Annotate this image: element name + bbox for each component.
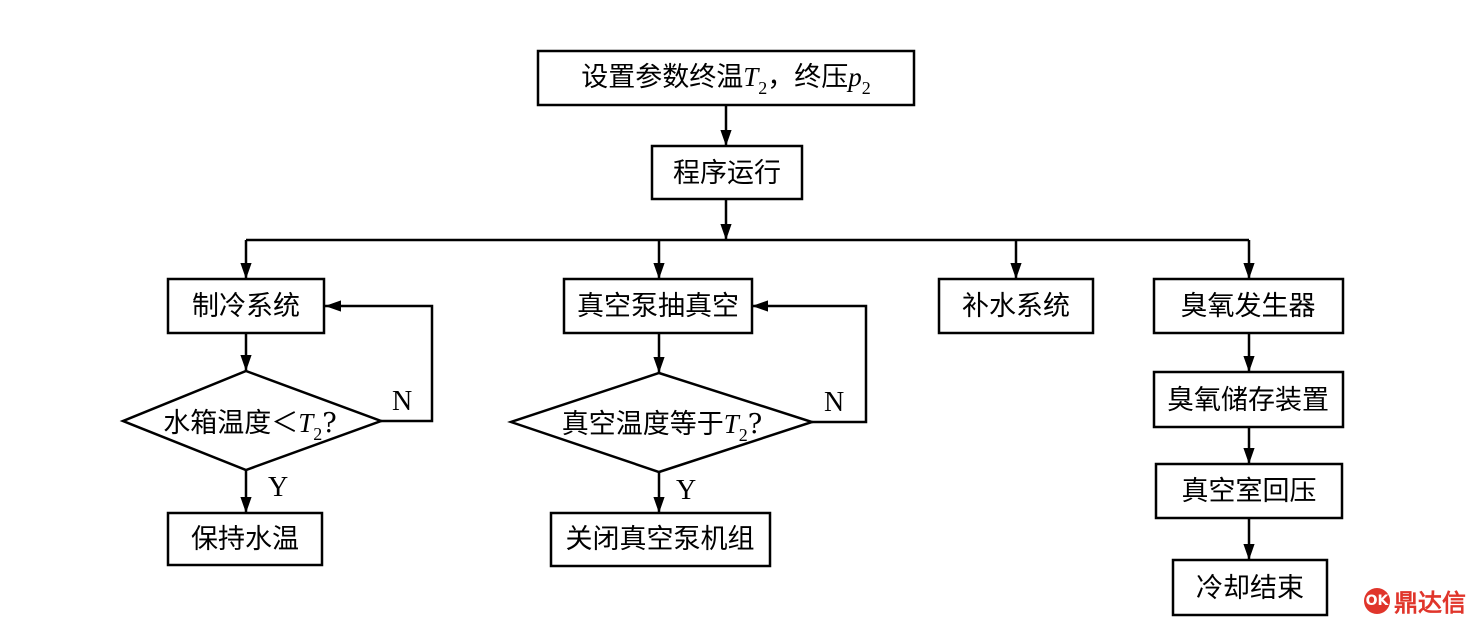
watermark-logo: OK 鼎达信: [1364, 583, 1466, 618]
watermark-icon: OK: [1364, 587, 1390, 614]
run-label: 程序运行: [673, 158, 781, 189]
node-keep-temp: 保持水温: [166, 511, 324, 567]
node-water-supply: 补水系统: [937, 277, 1095, 335]
watermark-text: 鼎达信: [1394, 589, 1466, 617]
loop-water-no: [325, 300, 434, 423]
close-pump-label: 关闭真空泵机组: [566, 524, 755, 555]
node-vacuum-pump: 真空泵抽真空: [562, 277, 754, 335]
ozone-storage-label: 臭氧储存装置: [1167, 385, 1329, 416]
water-check-pre: 水箱温度＜: [163, 408, 298, 439]
start-mid: ，终压: [767, 62, 848, 93]
cool-end-label: 冷却结束: [1196, 573, 1304, 604]
label-water-yes: Y: [268, 472, 288, 503]
label-vacuum-yes: Y: [676, 475, 696, 506]
start-sub2: 2: [862, 78, 871, 98]
label-water-no: N: [392, 386, 412, 417]
loop-vacuum-no: [752, 300, 868, 424]
cooling-label: 制冷系统: [192, 291, 300, 322]
connectors: [240, 105, 1255, 560]
water-check-sub: 2: [313, 424, 322, 444]
keep-temp-label: 保持水温: [191, 524, 299, 555]
start-var2: p: [846, 62, 862, 92]
vacuum-pump-label: 真空泵抽真空: [577, 291, 739, 322]
svg-text:水箱温度＜T2?: 水箱温度＜T2?: [163, 408, 337, 444]
decision-vacuum-temp: 真空温度等于T2?: [507, 371, 817, 474]
vacuum-return-label: 真空室回压: [1182, 476, 1317, 507]
ozone-gen-label: 臭氧发生器: [1181, 291, 1316, 322]
start-var1: T: [743, 62, 760, 92]
node-cool-end: 冷却结束: [1171, 558, 1329, 617]
node-ozone-gen: 臭氧发生器: [1152, 277, 1345, 335]
vacuum-check-pre: 真空温度等于: [562, 409, 724, 440]
node-close-pump: 关闭真空泵机组: [549, 511, 772, 568]
svg-text:真空温度等于T2?: 真空温度等于T2?: [562, 409, 763, 445]
water-supply-label: 补水系统: [962, 291, 1070, 322]
node-ozone-storage: 臭氧储存装置: [1152, 370, 1345, 429]
label-vacuum-no: N: [824, 387, 844, 418]
start-pre: 设置参数终温: [581, 62, 743, 93]
vacuum-check-post: ?: [748, 409, 762, 440]
decision-water-temp: 水箱温度＜T2?: [119, 369, 385, 472]
node-vacuum-return: 真空室回压: [1154, 462, 1344, 520]
node-cooling: 制冷系统: [166, 277, 326, 335]
svg-text:设置参数终温T2，终压p2: 设置参数终温T2，终压p2: [581, 62, 871, 98]
start-sub1: 2: [758, 78, 767, 98]
vacuum-check-sub: 2: [739, 425, 748, 445]
water-check-var: T: [298, 408, 315, 438]
node-run: 程序运行: [650, 144, 804, 201]
node-start: 设置参数终温T2，终压p2: [536, 49, 916, 107]
vacuum-check-var: T: [724, 409, 741, 439]
water-check-post: ?: [322, 408, 336, 439]
